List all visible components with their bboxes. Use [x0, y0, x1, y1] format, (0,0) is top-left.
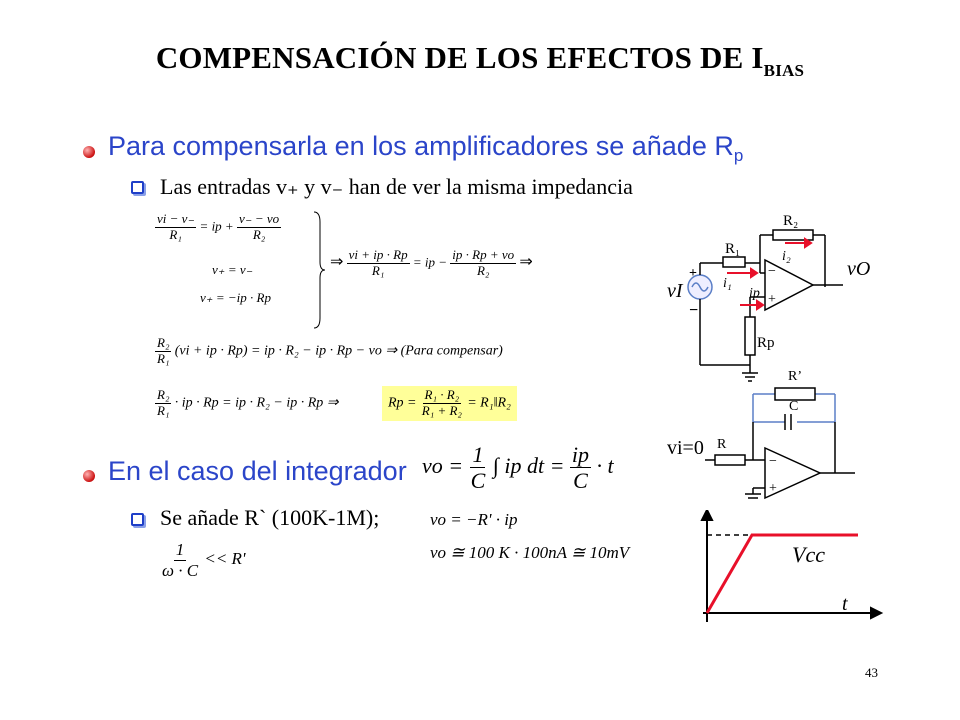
- equation-3: v₊ = −ip · Rp: [200, 290, 271, 305]
- subbullet-text-2: Se añade R` (100K-1M);: [160, 505, 380, 530]
- svg-text:i₁: i₁: [723, 276, 732, 291]
- svg-text:−: −: [769, 454, 777, 469]
- svg-text:vO: vO: [847, 258, 870, 280]
- circuit-diagram-2: R’ C vi=0 R − +: [667, 369, 855, 500]
- square-bullet: [131, 513, 144, 526]
- svg-text:+: +: [768, 292, 776, 307]
- svg-text:−: −: [689, 302, 698, 319]
- svg-text:Rp: Rp: [757, 335, 775, 351]
- square-bullet: [131, 181, 144, 194]
- page-number: 43: [865, 665, 878, 680]
- bullet-text-2: En el caso del integrador: [108, 456, 407, 486]
- svg-text:Vcc: Vcc: [792, 542, 825, 567]
- page-title: COMPENSACIÓN DE LOS EFECTOS DE IBIAS: [155, 40, 805, 80]
- output-ramp-graph: Vcc t: [700, 510, 884, 622]
- circuit-diagram-1: R₂ R₁ i₂ i₁ ip vO vI Rp − + + −: [667, 213, 870, 382]
- svg-text:ip: ip: [749, 286, 760, 301]
- svg-text:−: −: [768, 264, 776, 279]
- equation-2: v₊ = v₋: [212, 262, 253, 277]
- svg-text:i₂: i₂: [782, 249, 791, 264]
- svg-text:R₁: R₁: [725, 241, 740, 257]
- bullet-dot: [83, 146, 95, 158]
- svg-text:+: +: [769, 481, 777, 496]
- svg-text:vI: vI: [667, 280, 684, 302]
- subbullet-text-1: Las entradas v₊ y v₋ han de ver la misma…: [160, 174, 633, 199]
- svg-text:R: R: [717, 437, 727, 452]
- vo-equation-2: vo ≅ 100 K · 100nA ≅ 10mV: [430, 543, 630, 562]
- svg-text:R₂: R₂: [783, 213, 798, 229]
- vo-equation-1: vo = −R' · ip: [430, 510, 518, 529]
- svg-text:t: t: [842, 593, 848, 615]
- svg-text:vi=0: vi=0: [667, 437, 704, 459]
- bullet-text-1: Para compensarla en los amplificadores s…: [108, 131, 744, 165]
- svg-text:R’: R’: [788, 369, 802, 384]
- bullet-dot: [83, 470, 95, 482]
- brace-icon: [313, 211, 326, 329]
- svg-text:C: C: [789, 399, 798, 414]
- svg-text:+: +: [689, 266, 697, 281]
